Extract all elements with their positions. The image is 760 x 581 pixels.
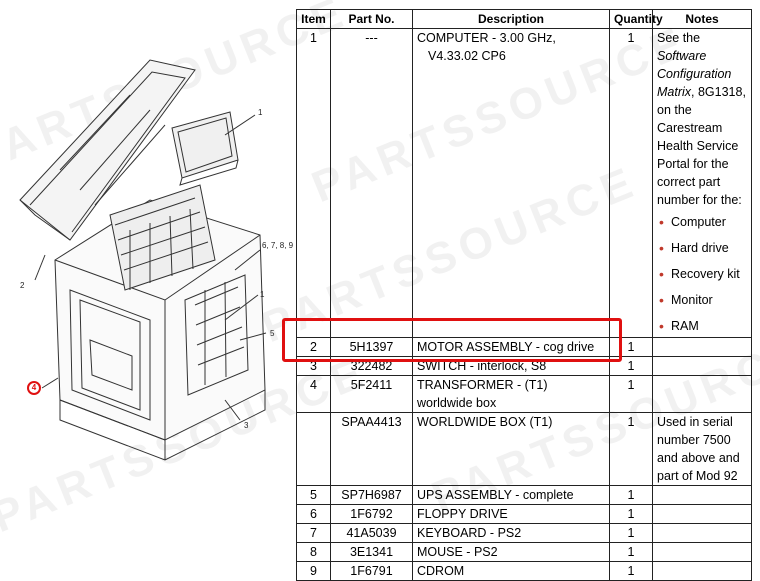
header-item: Item [296, 9, 331, 29]
cell-description: CDROM [412, 561, 610, 581]
cell-notes [652, 337, 752, 357]
cell-item: 3 [296, 356, 331, 376]
cell-quantity: 1 [609, 485, 653, 505]
table-row: 3 322482 SWITCH - interlock, S8 1 [296, 356, 752, 376]
cell-part-no: 5F2411 [330, 375, 413, 413]
notes-text: , 8G1318, on the Carestream Health Servi… [657, 85, 746, 207]
cell-quantity: 1 [609, 561, 653, 581]
cell-description: TRANSFORMER - (T1) worldwide box [412, 375, 610, 413]
cell-description: MOUSE - PS2 [412, 542, 610, 562]
cell-item: 7 [296, 523, 331, 543]
cell-quantity: 1 [609, 412, 653, 486]
cell-description: KEYBOARD - PS2 [412, 523, 610, 543]
list-item: Hard drive [659, 239, 747, 257]
table-row: 1 --- COMPUTER - 3.00 GHz, V4.33.02 CP6 … [296, 28, 752, 338]
cell-quantity: 1 [609, 337, 653, 357]
cell-item: 9 [296, 561, 331, 581]
list-item: Recovery kit [659, 265, 747, 283]
cell-notes [652, 485, 752, 505]
cell-notes [652, 375, 752, 413]
cell-quantity: 1 [609, 523, 653, 543]
table-row: 5 SP7H6987 UPS ASSEMBLY - complete 1 [296, 485, 752, 505]
desc-line: COMPUTER - 3.00 GHz, [417, 31, 556, 45]
cell-notes [652, 523, 752, 543]
desc-line: V4.33.02 CP6 [428, 49, 506, 63]
header-notes: Notes [652, 9, 752, 29]
cell-quantity: 1 [609, 28, 653, 338]
table-row: 6 1F6792 FLOPPY DRIVE 1 [296, 504, 752, 524]
cell-item: 2 [296, 337, 331, 357]
cell-quantity: 1 [609, 356, 653, 376]
cell-part-no: 1F6792 [330, 504, 413, 524]
cell-part-no: 1F6791 [330, 561, 413, 581]
cell-quantity: 1 [609, 504, 653, 524]
cell-notes [652, 561, 752, 581]
callout-label: 5 [270, 329, 275, 338]
highlight-marker: 4 [27, 381, 41, 395]
callout-label: 1 [258, 108, 263, 117]
cell-description: SWITCH - interlock, S8 [412, 356, 610, 376]
cell-description: MOTOR ASSEMBLY - cog drive [412, 337, 610, 357]
list-item: Computer [659, 213, 747, 231]
list-item: Monitor [659, 291, 747, 309]
table-row: 2 5H1397 MOTOR ASSEMBLY - cog drive 1 [296, 337, 752, 357]
callout-label: 3 [244, 421, 249, 430]
cell-item: 8 [296, 542, 331, 562]
cell-part-no: 5H1397 [330, 337, 413, 357]
table-row: SPAA4413 WORLDWIDE BOX (T1) 1 Used in se… [296, 412, 752, 486]
cell-part-no: SP7H6987 [330, 485, 413, 505]
table-row: 7 41A5039 KEYBOARD - PS2 1 [296, 523, 752, 543]
cell-description: FLOPPY DRIVE [412, 504, 610, 524]
notes-emphasis: Software Configuration Matrix [657, 49, 732, 99]
cell-part-no: 322482 [330, 356, 413, 376]
cell-description: UPS ASSEMBLY - complete [412, 485, 610, 505]
header-description: Description [412, 9, 610, 29]
cell-part-no: --- [330, 28, 413, 338]
table-row: 4 5F2411 TRANSFORMER - (T1) worldwide bo… [296, 375, 752, 413]
cell-notes [652, 542, 752, 562]
header-part-no: Part No. [330, 9, 413, 29]
cell-part-no: 41A5039 [330, 523, 413, 543]
cell-item [296, 412, 331, 486]
cell-notes: See the Software Configuration Matrix, 8… [652, 28, 752, 338]
exploded-parts-diagram: 1 2 6, 7, 8, 9 1 5 3 [19, 59, 294, 461]
notes-bullet-list: Computer Hard drive Recovery kit Monitor… [657, 213, 747, 335]
cell-part-no: SPAA4413 [330, 412, 413, 486]
cell-quantity: 1 [609, 542, 653, 562]
notes-text: See the [657, 31, 701, 45]
list-item: RAM [659, 317, 747, 335]
cell-description: COMPUTER - 3.00 GHz, V4.33.02 CP6 [412, 28, 610, 338]
cell-item: 4 [296, 375, 331, 413]
callout-label: 2 [20, 281, 25, 290]
callout-label: 6, 7, 8, 9 [262, 241, 294, 250]
cell-notes [652, 504, 752, 524]
table-row: 9 1F6791 CDROM 1 [296, 561, 752, 581]
cell-notes [652, 356, 752, 376]
table-header-row: Item Part No. Description Quantity Notes [296, 9, 752, 29]
cell-item: 1 [296, 28, 331, 338]
cell-item: 5 [296, 485, 331, 505]
cell-item: 6 [296, 504, 331, 524]
cell-notes: Used in serial number 7500 and above and… [652, 412, 752, 486]
header-quantity: Quantity [609, 9, 663, 29]
cell-part-no: 3E1341 [330, 542, 413, 562]
callout-label: 1 [260, 290, 265, 299]
cell-quantity: 1 [609, 375, 653, 413]
cell-description: WORLDWIDE BOX (T1) [412, 412, 610, 486]
parts-table: Item Part No. Description Quantity Notes… [296, 9, 752, 581]
table-row: 8 3E1341 MOUSE - PS2 1 [296, 542, 752, 562]
